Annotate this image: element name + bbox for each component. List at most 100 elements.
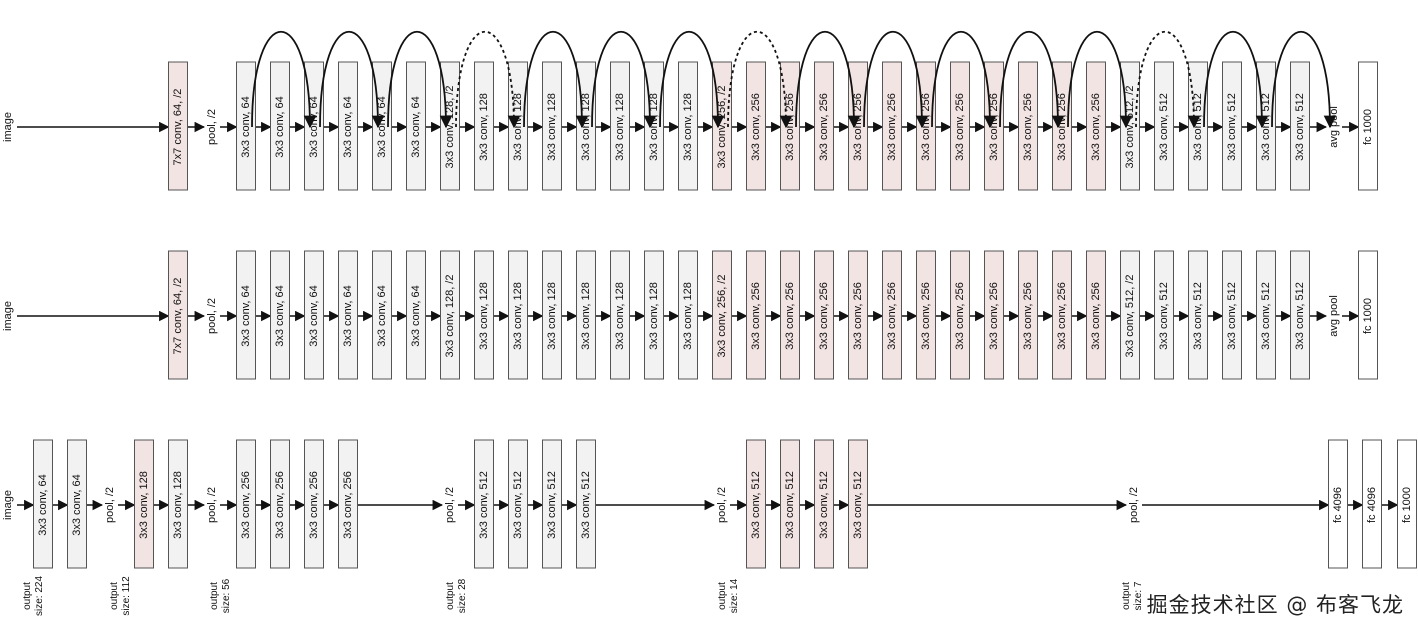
pool-layer-label: pool, /2 [444, 487, 456, 523]
identity-shortcut-arrow [319, 30, 385, 129]
layer-label: 3x3 conv, 128 [648, 282, 660, 350]
layer-box [576, 250, 596, 380]
layer-label: 3x3 conv, 256, /2 [716, 275, 728, 358]
layer-box [474, 250, 494, 380]
layer-label: 3x3 conv, 128 [478, 282, 490, 350]
layer-box [236, 250, 256, 380]
layer-box [1397, 439, 1417, 569]
identity-shortcut-arrow [659, 30, 725, 129]
layer-label: 3x3 conv, 256 [988, 282, 1000, 350]
layer-label: 3x3 conv, 64 [308, 285, 320, 347]
layer-box [270, 61, 290, 191]
layer-label: 3x3 conv, 128 [682, 93, 694, 161]
layer-label: 3x3 conv, 64 [240, 285, 252, 347]
layer-box [814, 61, 834, 191]
layer-box [678, 61, 698, 191]
layer-label: 3x3 conv, 256 [954, 282, 966, 350]
layer-label: 3x3 conv, 512 [852, 471, 864, 539]
output-size-label: outputsize: 14 [717, 578, 740, 613]
layer-box [780, 439, 800, 569]
layer-label: 3x3 conv, 512 [478, 471, 490, 539]
layer-box [1018, 250, 1038, 380]
layer-box [508, 250, 528, 380]
layer-label: 3x3 conv, 64 [342, 96, 354, 158]
layer-label: 3x3 conv, 128, /2 [444, 275, 456, 358]
layer-label: 3x3 conv, 256 [818, 93, 830, 161]
layer-box [1018, 61, 1038, 191]
layer-box [236, 439, 256, 569]
layer-label: 3x3 conv, 512 [1294, 282, 1306, 350]
layer-label: 3x3 conv, 512, /2 [1124, 275, 1136, 358]
layer-label: 3x3 conv, 64 [71, 474, 83, 536]
layer-box [542, 61, 562, 191]
layer-box [440, 250, 460, 380]
layer-label: 3x3 conv, 128 [580, 282, 592, 350]
layer-label: 3x3 conv, 512 [1192, 282, 1204, 350]
layer-box [304, 439, 324, 569]
layer-label: 3x3 conv, 256 [750, 93, 762, 161]
layer-label: 3x3 conv, 256 [1056, 282, 1068, 350]
layer-label: 3x3 conv, 512 [512, 471, 524, 539]
layer-box [678, 250, 698, 380]
layer-label: 3x3 conv, 512 [1226, 93, 1238, 161]
identity-shortcut-arrow [999, 30, 1065, 129]
input-label: image [2, 301, 14, 331]
layer-box [984, 250, 1004, 380]
layer-box [814, 250, 834, 380]
layer-label: 3x3 conv, 64 [274, 285, 286, 347]
output-size-label: outputsize: 7 [1121, 581, 1144, 610]
layer-box [1052, 250, 1072, 380]
layer-box [746, 61, 766, 191]
layer-label: 3x3 conv, 256 [818, 282, 830, 350]
layer-label: 3x3 conv, 512 [1158, 93, 1170, 161]
layer-box [1290, 61, 1310, 191]
layer-label: 3x3 conv, 512 [1260, 282, 1272, 350]
layer-label: 3x3 conv, 128 [614, 93, 626, 161]
layer-box [1362, 439, 1382, 569]
output-size-label: outputsize: 28 [445, 578, 468, 613]
layer-box [67, 439, 87, 569]
layer-box [950, 250, 970, 380]
layer-box [746, 439, 766, 569]
identity-shortcut-arrow [251, 30, 317, 129]
layer-box [1188, 250, 1208, 380]
layer-box [576, 439, 596, 569]
layer-box [168, 61, 188, 191]
layer-box [338, 61, 358, 191]
layer-box [610, 61, 630, 191]
pool-layer-label: avg pool [1328, 295, 1340, 337]
pool-layer-label: pool, /2 [206, 487, 218, 523]
identity-shortcut-arrow [591, 30, 657, 129]
layer-box [644, 250, 664, 380]
layer-label: 3x3 conv, 256 [852, 282, 864, 350]
layer-label: fc 4096 [1366, 487, 1378, 523]
layer-box [610, 250, 630, 380]
layer-box [33, 439, 53, 569]
layer-box [1086, 61, 1106, 191]
layer-box [1358, 61, 1378, 191]
identity-shortcut-arrow [1067, 30, 1133, 129]
layer-label: 7x7 conv, 64, /2 [172, 278, 184, 355]
layer-label: 3x3 conv, 64 [37, 474, 49, 536]
layer-label: 3x3 conv, 256 [1090, 93, 1102, 161]
identity-shortcut-arrow [387, 30, 453, 129]
layer-box [474, 439, 494, 569]
layer-box [1120, 250, 1140, 380]
layer-label: 3x3 conv, 256 [1090, 282, 1102, 350]
identity-shortcut-arrow [795, 30, 861, 129]
layer-label: 3x3 conv, 512 [750, 471, 762, 539]
layer-label: 3x3 conv, 512 [580, 471, 592, 539]
layer-box [1358, 250, 1378, 380]
layer-box [1154, 250, 1174, 380]
layer-label: 3x3 conv, 256 [274, 471, 286, 539]
layer-box [304, 250, 324, 380]
layer-box [168, 439, 188, 569]
layer-box [1222, 61, 1242, 191]
layer-label: 7x7 conv, 64, /2 [172, 89, 184, 166]
layer-box [1290, 250, 1310, 380]
layer-label: 3x3 conv, 256 [342, 471, 354, 539]
layer-box [542, 250, 562, 380]
